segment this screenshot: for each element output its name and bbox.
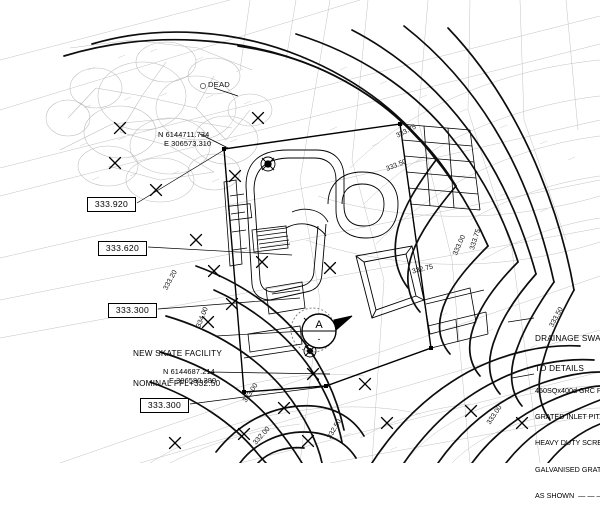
detail-callout-a[interactable]: A -	[301, 313, 353, 349]
contour-value-label: 333.00	[486, 404, 504, 426]
coordinate-east-value: E 306573.310	[164, 139, 212, 149]
skate-facility-note-line-2: NOMINAL FFL+332.50	[133, 379, 221, 388]
spot-height-marker	[237, 427, 251, 441]
spot-height-marker	[255, 255, 269, 269]
tree-canopy-survey	[45, 39, 273, 203]
grc-pit-note-line-5: AS SHOWN — — —	[535, 490, 600, 500]
grc-pit-note-line-2: GRATED INLET PIT. (	[535, 411, 600, 421]
skate-facility-note-line-1: NEW SKATE FACILITY	[133, 349, 222, 358]
spot-height-marker	[207, 264, 221, 278]
elevation-box-2[interactable]: 333.620	[98, 241, 147, 256]
spot-height-marker	[251, 111, 265, 125]
spot-height-markers	[108, 111, 529, 450]
spot-height-marker	[380, 416, 394, 430]
coordinate-east-value-2: E 306580.280	[169, 376, 217, 386]
terrace-detail-right	[399, 123, 489, 349]
skate-facility-note: NEW SKATE FACILITY NOMINAL FFL+332.50	[133, 329, 222, 409]
drainage-swale-note-line-2: TO DETAILS	[535, 364, 585, 373]
spot-height-marker	[168, 436, 182, 450]
spot-height-marker	[189, 233, 203, 247]
spot-height-marker	[201, 315, 215, 329]
spot-height-marker	[323, 261, 337, 275]
drawing-linework: A - 333.75333.50333.00332.75332.50333.00…	[0, 0, 600, 463]
elevation-box-3[interactable]: 333.300	[108, 303, 157, 318]
drainage-swale-note-line-1: DRAINAGE SWALE R	[535, 334, 600, 343]
grc-pit-note-line-3: HEAVY DUTY SCREW	[535, 438, 600, 448]
contour-value-label: 333.00	[452, 234, 467, 257]
coordinate-north-value-2: N 6144687.214	[163, 367, 215, 376]
spot-height-marker	[358, 377, 372, 391]
faint-level-text-ticks	[79, 48, 576, 451]
contour-value-label: 333.50	[385, 158, 408, 173]
contour-lines-site	[394, 159, 575, 421]
contour-value-label: 334.00	[195, 306, 210, 329]
contour-value-label: 333.20	[163, 269, 179, 291]
grc-pit-note-line-4: GALVANISED GRATE	[535, 464, 600, 474]
dead-tree-symbol	[200, 83, 206, 89]
spot-height-marker	[228, 169, 242, 183]
spot-height-marker	[225, 297, 239, 311]
grc-pit-note: 450SQx400d GRC PR GRATED INLET PIT. ( HE…	[535, 369, 600, 518]
grc-pit-note-line-1: 450SQx400d GRC PR	[535, 385, 600, 395]
coordinate-north-value: N 6144711.734	[158, 130, 210, 139]
elevation-box-1[interactable]: 333.920	[87, 197, 136, 212]
spot-height-marker	[277, 401, 291, 415]
contour-lines-lower	[149, 265, 600, 463]
contour-lines-major	[63, 25, 575, 291]
spot-height-marker	[515, 416, 529, 430]
contour-value-label: 332.75	[411, 264, 434, 276]
spot-height-marker	[464, 404, 478, 418]
elevation-box-4[interactable]: 333.300	[140, 398, 189, 413]
spot-height-marker	[113, 121, 127, 135]
contour-value-label: 333.75	[469, 228, 482, 251]
spot-height-marker	[301, 434, 315, 448]
detail-callout-sub: -	[318, 334, 321, 344]
detail-callout-letter: A	[315, 319, 323, 331]
spot-height-marker	[149, 183, 163, 197]
survey-background-lines	[0, 0, 600, 463]
spot-height-marker	[108, 156, 122, 170]
drainage-swale-note: DRAINAGE SWALE R TO DETAILS	[535, 314, 600, 394]
spot-height-marker	[306, 367, 320, 381]
dead-tree-label: DEAD	[208, 80, 230, 89]
